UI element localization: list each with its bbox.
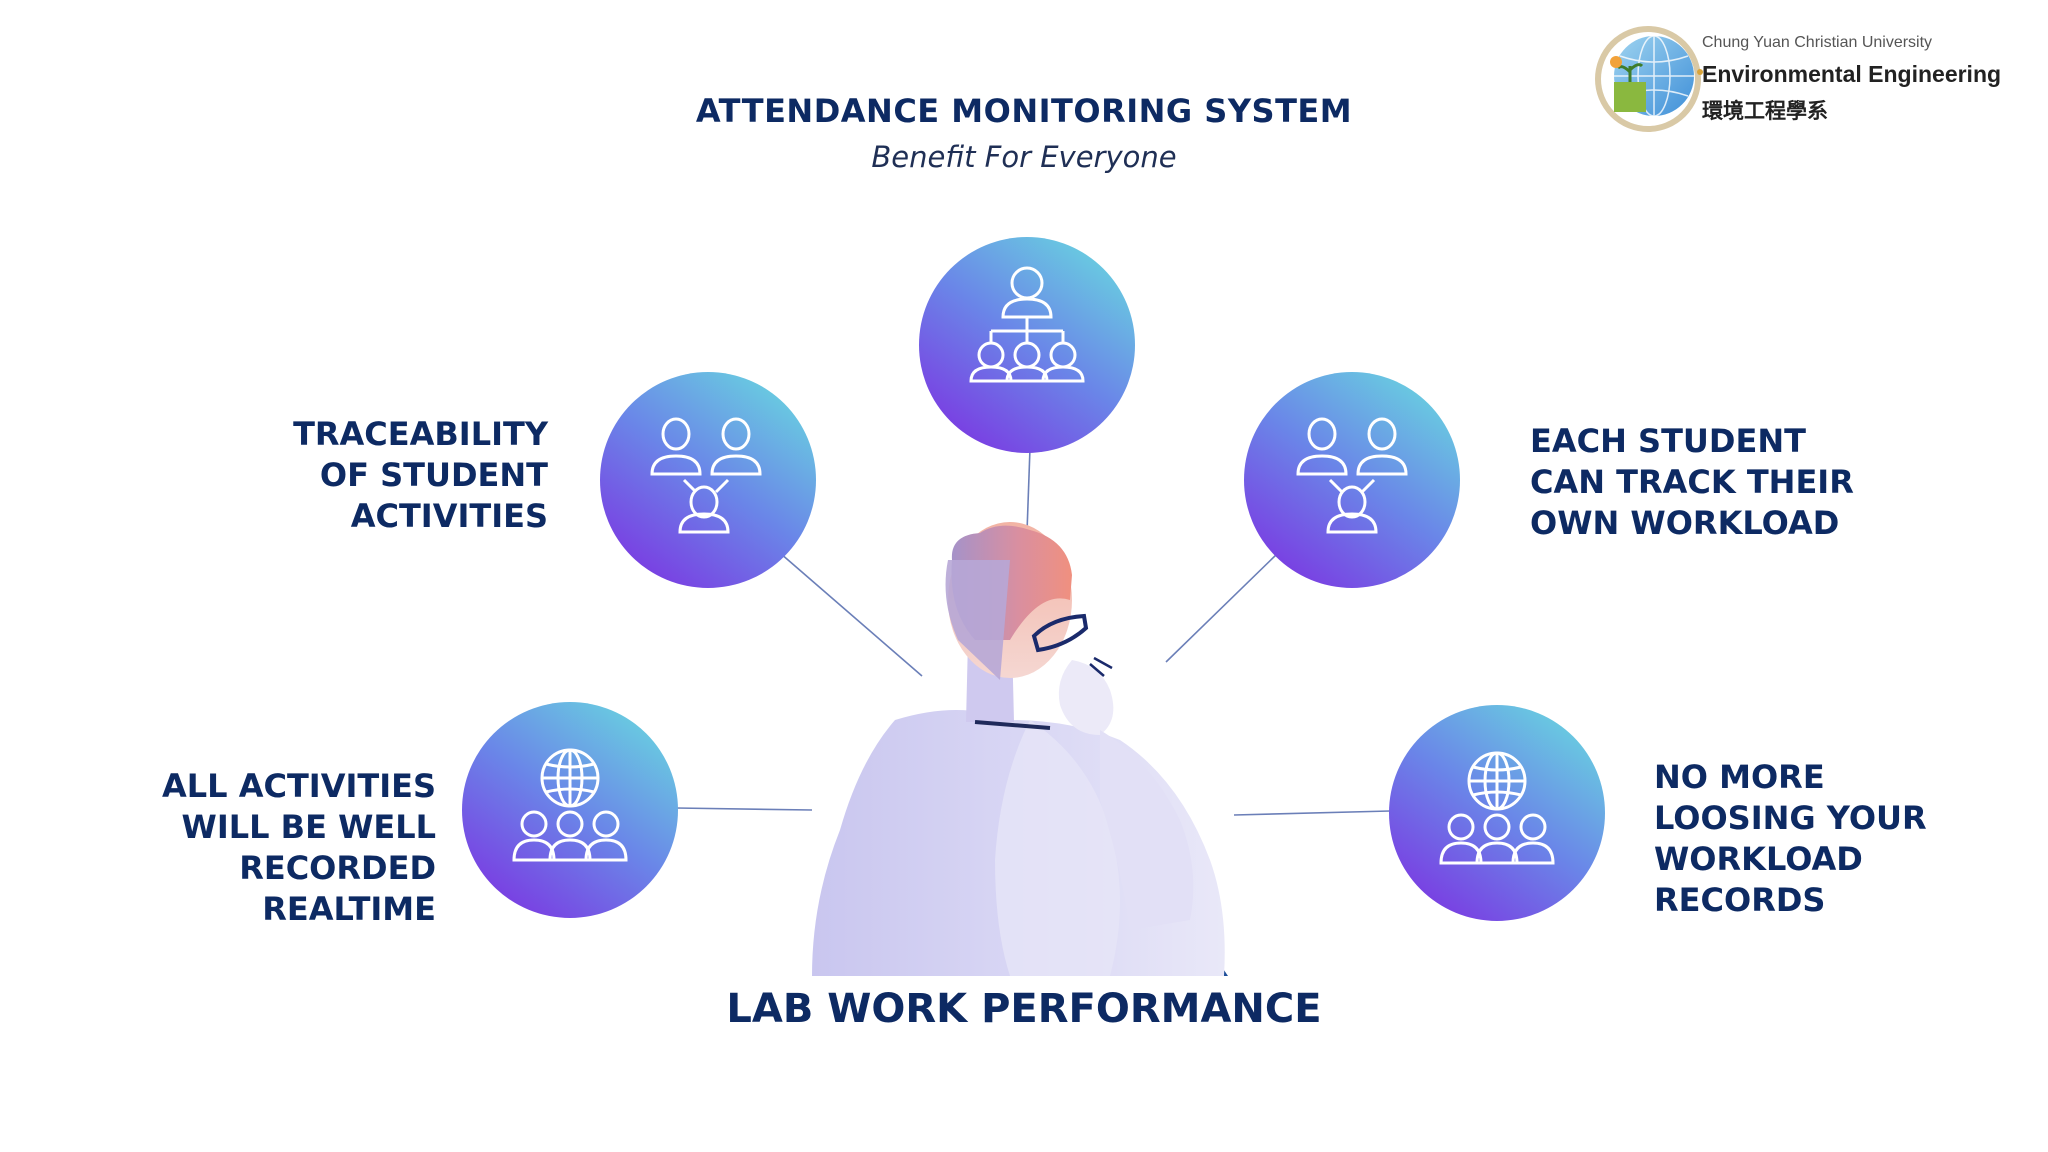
hand	[1058, 660, 1114, 735]
circle-left-lower	[462, 702, 678, 918]
logo-department-chinese: 環境工程學系	[1702, 99, 1828, 123]
label-line: RECORDED	[239, 849, 436, 887]
logo-dot	[1697, 69, 1703, 75]
logo-university-name: Chung Yuan Christian University	[1702, 34, 1933, 51]
label-traceability: TRACEABILITY OF STUDENT ACTIVITIES	[240, 414, 548, 537]
label-line: CAN TRACK THEIR	[1530, 463, 1854, 501]
collar-line	[974, 720, 1051, 730]
logo-sun	[1610, 56, 1622, 68]
label-line: EACH STUDENT	[1530, 422, 1806, 460]
label-line: OF STUDENT	[319, 456, 548, 494]
logo-field	[1614, 82, 1646, 112]
center-label: LAB WORK PERFORMANCE	[726, 986, 1322, 1032]
logo-department-name: Environmental Engineering	[1702, 61, 2002, 87]
glasses	[1031, 613, 1089, 653]
page-title: ATTENDANCE MONITORING SYSTEM	[695, 92, 1353, 130]
label-line: LOOSING YOUR	[1654, 799, 1927, 837]
logo-sprout	[1616, 63, 1644, 82]
label-line: OWN WORKLOAD	[1530, 504, 1840, 542]
back-head	[945, 560, 1010, 680]
globe-people-icon	[1439, 751, 1555, 865]
shirt-shadow	[995, 720, 1120, 976]
label-line: WORKLOAD	[1654, 840, 1863, 878]
label-recorded-realtime: ALL ACTIVITIES WILL BE WELL RECORDED REA…	[120, 766, 436, 930]
label-track-workload: EACH STUDENT CAN TRACK THEIR OWN WORKLOA…	[1530, 421, 1854, 544]
label-line: TRACEABILITY	[293, 415, 548, 453]
circle-right-lower	[1389, 705, 1605, 921]
connector-lines	[675, 447, 1391, 816]
circle-left-upper	[600, 372, 816, 588]
thinking-person-illustration	[812, 522, 1228, 976]
connector-left-upper	[779, 552, 923, 677]
group-network-icon	[650, 417, 762, 534]
university-logo	[1595, 26, 1703, 132]
label-line: ACTIVITIES	[350, 497, 548, 535]
label-line: NO MORE	[1654, 758, 1825, 796]
globe-people-icon	[512, 748, 628, 862]
connector-right-lower	[1233, 810, 1391, 816]
group-network-icon	[1296, 417, 1408, 534]
page-subtitle: Benefit For Everyone	[871, 140, 1177, 174]
hierarchy-icon	[969, 266, 1085, 383]
label-line: WILL BE WELL	[181, 808, 436, 846]
label-workload-records: NO MORE LOOSING YOUR WORKLOAD RECORDS	[1654, 757, 1927, 921]
label-line: ALL ACTIVITIES	[162, 767, 436, 805]
arm	[1100, 730, 1194, 930]
label-line: REALTIME	[262, 890, 436, 928]
connector-top	[1026, 447, 1031, 533]
circle-top	[919, 237, 1135, 453]
circle-right-upper	[1244, 372, 1460, 588]
label-line: RECORDS	[1654, 881, 1826, 919]
logo-ring	[1595, 26, 1701, 132]
finger-lines	[1089, 656, 1113, 677]
connector-right-upper	[1165, 552, 1279, 663]
connector-left-lower	[675, 807, 813, 811]
